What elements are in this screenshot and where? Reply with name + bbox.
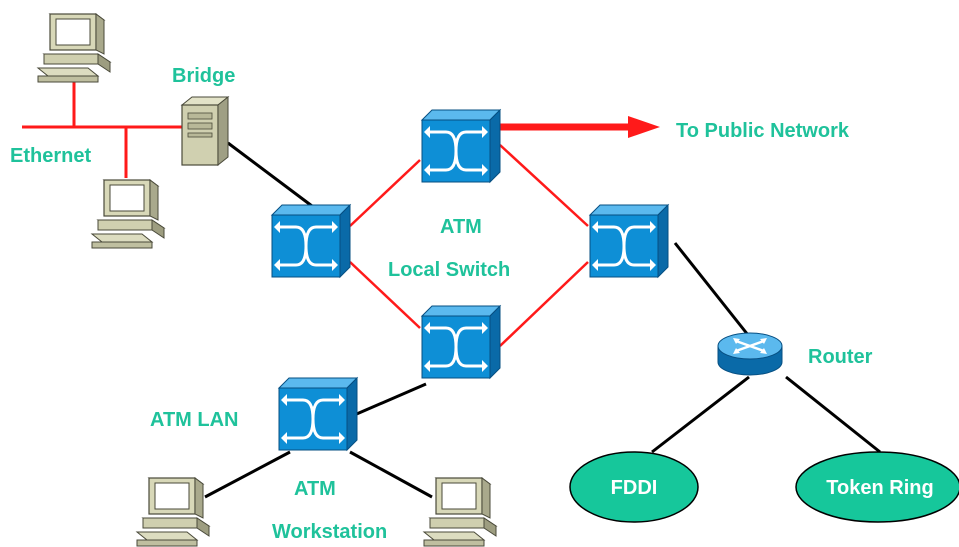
atm-switch-icon [277, 376, 359, 452]
atm-workstation-label-1: ATM [294, 478, 336, 500]
atm-local-switch-label-2: Local Switch [388, 259, 510, 281]
atm-switch-icon [270, 203, 352, 279]
workstation-icon [136, 477, 210, 547]
workstation-icon [37, 13, 111, 83]
public-network-label: To Public Network [676, 120, 850, 142]
bridge-server-icon [181, 96, 229, 166]
ethernet-label: Ethernet [10, 145, 91, 167]
atm-switch-icon [588, 203, 670, 279]
token-ring-label: Token Ring [826, 477, 933, 499]
red-links [349, 144, 589, 347]
atm-lan-label: ATM LAN [150, 409, 239, 431]
workstation-icon [91, 179, 165, 249]
ethernet-bus [22, 78, 186, 178]
fddi-label: FDDI [611, 477, 658, 499]
router-icon [717, 332, 783, 376]
atm-workstation-label-2: Workstation [272, 521, 387, 543]
atm-switch-icon [420, 108, 502, 184]
router-label: Router [808, 346, 873, 368]
bridge-label: Bridge [172, 65, 235, 87]
token-ring [795, 451, 959, 523]
fddi-ring [569, 451, 699, 523]
public-network-arrow [500, 116, 660, 138]
atm-switch-icon [420, 304, 502, 380]
atm-local-switch-label-1: ATM [440, 216, 482, 238]
black-links [204, 141, 881, 499]
workstation-icon [423, 477, 497, 547]
